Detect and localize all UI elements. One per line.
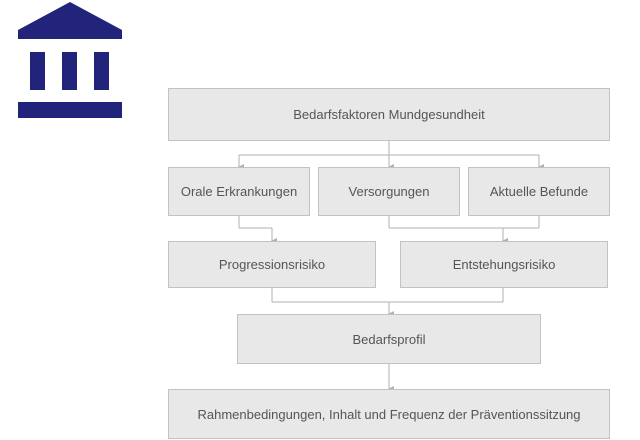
logo-roof	[18, 2, 122, 30]
logo-roof-base	[18, 30, 122, 39]
logo-column-middle	[62, 52, 77, 90]
logo-column-left	[30, 52, 45, 90]
box-bedarfsfaktoren-label: Bedarfsfaktoren Mundgesundheit	[293, 107, 485, 122]
box-bedarfsprofil: Bedarfsprofil	[237, 314, 541, 364]
box-orale-erkrankungen: Orale Erkrankungen	[168, 167, 310, 216]
box-rahmenbedingungen: Rahmenbedingungen, Inhalt und Frequenz d…	[168, 389, 610, 439]
institution-building-icon	[18, 2, 122, 118]
box-rahmenbedingungen-label: Rahmenbedingungen, Inhalt und Frequenz d…	[197, 406, 581, 422]
box-orale-erkrankungen-label: Orale Erkrankungen	[180, 184, 298, 199]
box-bedarfsprofil-label: Bedarfsprofil	[352, 331, 426, 347]
logo-base	[18, 102, 122, 118]
box-bedarfsfaktoren: Bedarfsfaktoren Mundgesundheit	[168, 88, 610, 141]
box-entstehungsrisiko-label: Entstehungsrisiko	[452, 257, 556, 272]
logo-column-right	[94, 52, 109, 90]
box-versorgungen: Versorgungen	[318, 167, 460, 216]
box-aktuelle-befunde: Aktuelle Befunde	[468, 167, 610, 216]
box-entstehungsrisiko: Entstehungsrisiko	[400, 241, 608, 288]
box-progressionsrisiko-label: Progressionsrisiko	[218, 257, 326, 272]
box-aktuelle-befunde-label: Aktuelle Befunde	[489, 184, 589, 199]
box-versorgungen-label: Versorgungen	[348, 184, 430, 199]
box-progressionsrisiko: Progressionsrisiko	[168, 241, 376, 288]
